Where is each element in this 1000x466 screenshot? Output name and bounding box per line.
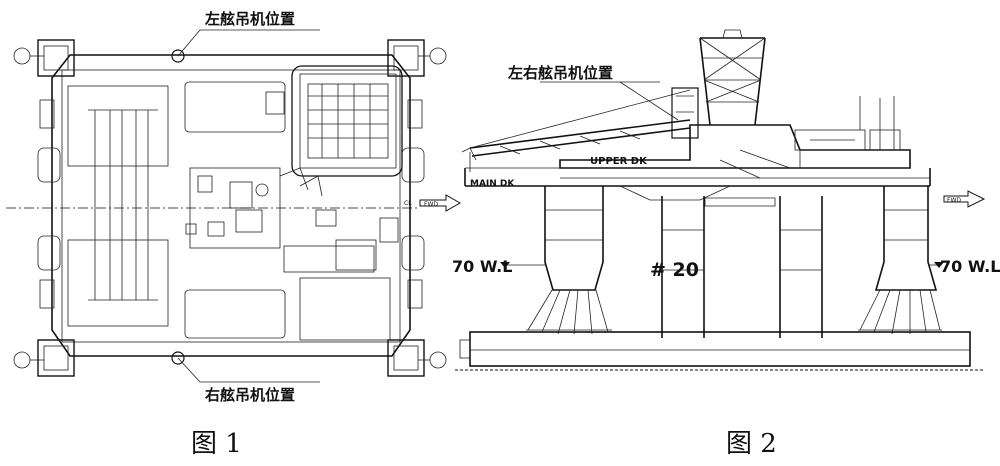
svg-text:FWD: FWD [424,201,438,208]
topside-structure [559,96,911,179]
port-crane-marker [171,49,185,63]
pipe-rack-lines [88,109,158,301]
corner-column-bottom-left [13,339,75,377]
starboard-crane-label: 右舷吊机位置 [205,386,295,404]
plan-fwd-arrow: FWD [419,194,462,212]
figure-1-caption: 图 1 [191,429,242,459]
deck-inner-outline [61,69,401,343]
columns [544,186,938,338]
waterline-left-label: 70 W.L [452,257,512,276]
deck-area-2 [184,289,286,339]
crane-boom [461,87,699,172]
corner-column-top-left [13,39,75,77]
leg-fairleads [526,289,942,335]
waterline-markers [500,262,944,268]
elevation-fwd-arrow: FWD [943,190,986,208]
figure-2-caption: 图 2 [726,429,777,459]
corner-column-top-right [387,39,447,77]
crane-leader-line [619,81,679,121]
corner-column-bottom-right [387,339,447,377]
deck-area-1 [184,81,286,133]
deck-outline [51,54,411,357]
lower-right-modules [283,209,399,341]
derrick-tower [699,29,766,126]
main-deck-label: MAIN DK [470,179,515,189]
accommodation-block [265,65,403,177]
starboard-crane-marker [171,351,185,365]
elevation-view: FWD 左右舷吊机位置 UPPER DK MAIN DK 70 W.L 70 W… [452,29,1000,459]
plan-view: CL FWD 左舷吊机位置 右舷吊机位置 图 1 [6,10,462,459]
pontoon [455,331,985,371]
crane-position-label: 左右舷吊机位置 [507,64,613,82]
svg-text:FWD: FWD [947,197,961,204]
waterline-right-label: 70 W.L [940,257,1000,276]
pipe-deck-lower [67,239,169,327]
upper-deck-label: UPPER DK [590,156,648,167]
centre-line-mark: CL [404,200,412,207]
port-crane-label: 左舷吊机位置 [204,10,295,28]
starboard-crane-leader [177,357,201,383]
side-boats [37,99,425,309]
pipe-deck-upper [67,85,169,167]
port-crane-leader [177,29,201,57]
frame-number-label: # 20 [650,259,699,281]
main-deck-hull [464,167,931,207]
